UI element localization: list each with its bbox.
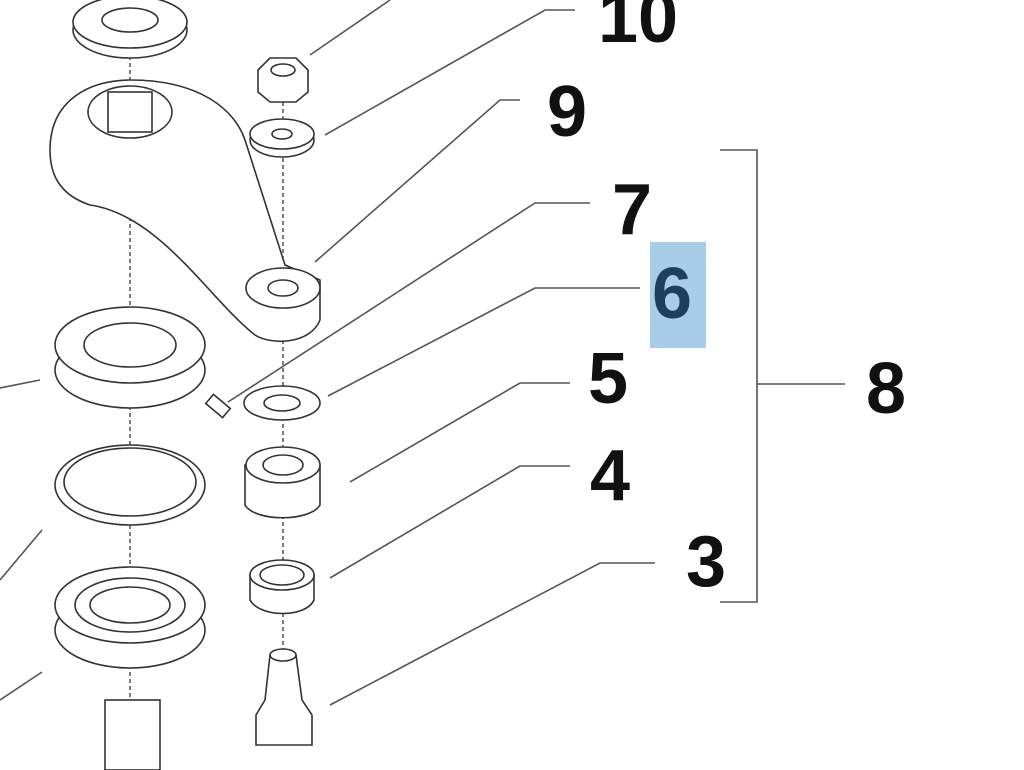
right-part-stack [204,57,321,746]
callout-9[interactable]: 9 [547,72,587,152]
selection-highlight [650,242,706,348]
left-part-stack [49,0,321,770]
callout-3[interactable]: 3 [686,522,726,602]
callout-6[interactable]: 6 [652,254,692,334]
callout-8[interactable]: 8 [866,349,906,429]
callout-7[interactable]: 7 [612,170,652,250]
callout-10[interactable]: 10 [598,0,678,58]
callout-5[interactable]: 5 [588,339,628,419]
assembly-bracket [720,149,845,603]
leader-lines [0,0,655,706]
callout-4[interactable]: 4 [590,436,630,516]
